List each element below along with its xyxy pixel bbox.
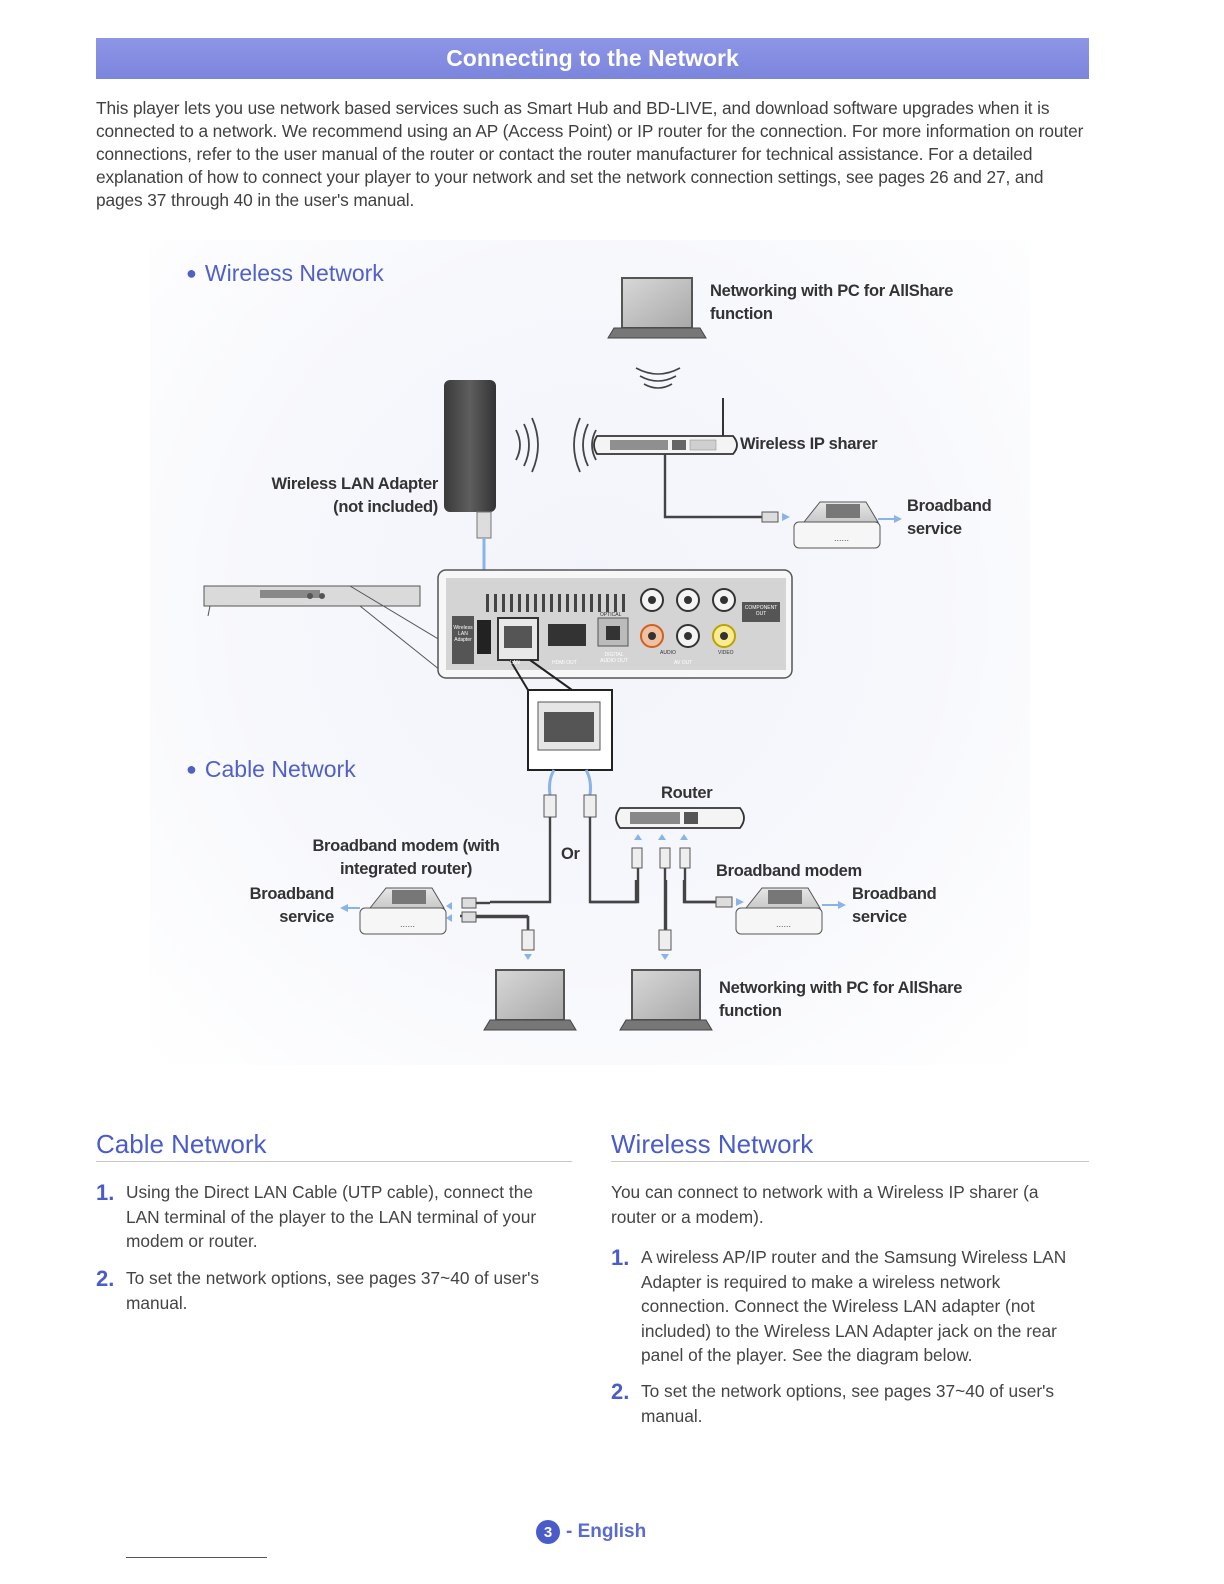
page-footer: 3 - English [536, 1520, 646, 1544]
wireless-step-1-text: A wireless AP/IP router and the Samsung … [641, 1247, 1067, 1365]
wireless-intro-text: You can connect to network with a Wirele… [611, 1182, 1039, 1227]
laptop-icon-bottom-right [619, 969, 713, 1031]
broadband-modem-router-icon: ...... [359, 887, 447, 935]
wireless-step-1-number: 1. [611, 1245, 630, 1270]
cable-network-title: Cable Network [96, 1129, 267, 1159]
panel-audio-label: AUDIO [660, 650, 676, 656]
cable-step-1-text: Using the Direct LAN Cable (UTP cable), … [126, 1182, 537, 1251]
panel-wireless-lan-label: Wireless LAN Adapter [453, 625, 473, 643]
network-diagram: ...... [150, 240, 1030, 1065]
cable-step-1-number: 1. [96, 1180, 115, 1205]
bullet-icon: ● [186, 759, 197, 779]
panel-av-out-label: AV OUT [674, 660, 693, 666]
broadband-modem-icon-bottom: ...... [735, 887, 823, 935]
panel-optical-label: OPTICAL [600, 612, 622, 618]
bullet-icon: ● [186, 263, 197, 283]
laptop-icon-top [607, 277, 707, 339]
router-label: Router [661, 784, 713, 802]
page-number-badge: 3 [536, 1520, 560, 1544]
laptop-icon-bottom-left [483, 969, 577, 1031]
panel-video-label: VIDEO [718, 650, 734, 656]
panel-lan-label: LAN [510, 660, 520, 666]
wireless-ip-sharer-label: Wireless IP sharer [740, 435, 878, 453]
panel-hdmi-label: HDMI OUT [552, 660, 577, 666]
wireless-lan-adapter-label: Wireless LAN Adapter(not included) [271, 475, 438, 516]
wireless-network-heading: ●Wireless Network [186, 260, 384, 286]
page-title-banner: Connecting to the Network [96, 38, 1089, 79]
footer-language: - English [566, 1521, 647, 1542]
wireless-network-title: Wireless Network [611, 1129, 814, 1159]
intro-paragraph: This player lets you use network based s… [96, 98, 1084, 210]
svg-text:......: ...... [400, 919, 415, 929]
panel-digital-audio-label: DIGITAL AUDIO OUT [600, 652, 628, 664]
wireless-section-divider [611, 1161, 1089, 1162]
diagram-illustration: ...... [203, 277, 902, 1031]
wireless-step-2-text: To set the network options, see pages 37… [641, 1381, 1055, 1426]
broadband-modem-label: Broadband modem [716, 862, 862, 880]
wireless-ip-sharer-icon [593, 398, 738, 455]
cable-step-2-number: 2. [96, 1266, 115, 1291]
blu-ray-player-icon [203, 585, 441, 671]
cable-section-divider [96, 1161, 572, 1162]
broadband-modem-icon-top: ...... [793, 501, 881, 549]
wireless-step-2-number: 2. [611, 1379, 630, 1404]
cable-network-heading: ●Cable Network [186, 756, 356, 782]
wifi-waves-icon [635, 367, 681, 389]
svg-text:......: ...... [776, 919, 791, 929]
panel-component-label: COMPONENT OUT [744, 605, 778, 617]
footer-rule [126, 1557, 267, 1558]
rear-panel-illustration [437, 569, 793, 679]
adapter-signal-icon [515, 417, 597, 473]
svg-text:......: ...... [834, 533, 849, 543]
or-label: Or [561, 845, 580, 863]
cable-step-2-text: To set the network options, see pages 37… [126, 1268, 540, 1313]
lan-port-zoom [509, 659, 613, 771]
router-icon [615, 807, 745, 869]
page-title: Connecting to the Network [446, 45, 739, 71]
